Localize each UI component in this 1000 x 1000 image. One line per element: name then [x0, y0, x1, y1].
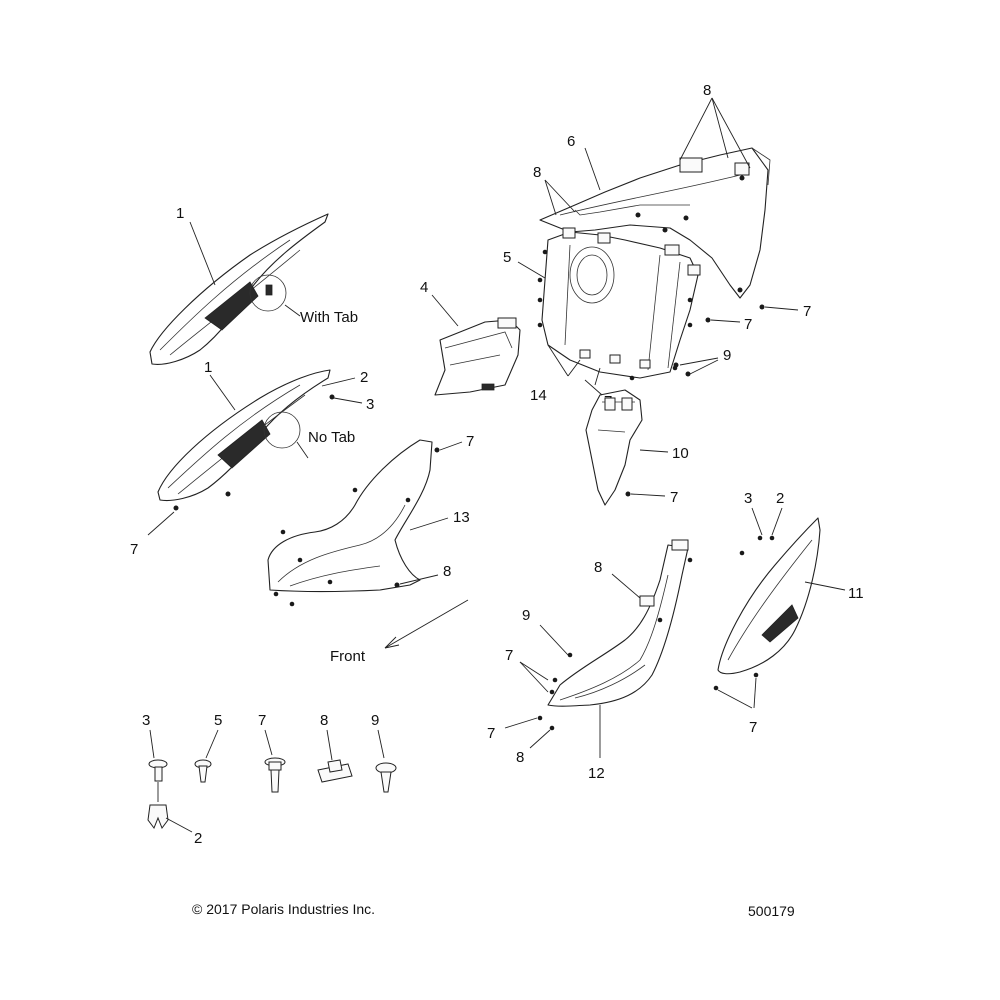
callout-9-upper: 9 [723, 347, 731, 364]
part-4-bracket [434, 317, 521, 396]
push-rivet-pin-icon [148, 759, 168, 782]
part-12-lower-panel [537, 539, 693, 731]
callout-8-upper-right: 8 [703, 82, 711, 99]
hardware-legend: 3 2 5 7 8 9 [142, 712, 397, 847]
callout-8-part13: 8 [443, 563, 451, 580]
callout-8-part12-top: 8 [594, 559, 602, 576]
diagram-id: 500179 [748, 903, 795, 919]
callout-3-left: 3 [366, 396, 374, 413]
callout-7-part12-bottom: 7 [487, 725, 495, 742]
callout-7-part12-mid: 7 [505, 647, 513, 664]
callout-14: 14 [530, 387, 547, 404]
screw-5-icon [194, 759, 212, 783]
speed-nut-clip-icon [317, 759, 353, 783]
part-6-main-hood [539, 147, 771, 299]
with-tab-detail-circle [249, 274, 287, 312]
callout-4: 4 [420, 279, 428, 296]
callout-7-part13: 7 [466, 433, 474, 450]
callout-12: 12 [588, 765, 605, 782]
callout-7-duct: 7 [670, 489, 678, 506]
part-13-side-panel [267, 439, 433, 607]
part-1-panel-no-tab [157, 369, 331, 502]
callout-2-right: 2 [776, 490, 784, 507]
tree-clip-icon [375, 762, 397, 793]
callout-2-left: 2 [360, 369, 368, 386]
note-with-tab: With Tab [300, 309, 358, 326]
callout-13: 13 [453, 509, 470, 526]
part-1-panel-with-tab [149, 213, 329, 365]
callout-7-left: 7 [130, 541, 138, 558]
note-front: Front [330, 648, 366, 665]
part-14-center-panel [537, 227, 701, 381]
callout-5: 5 [503, 249, 511, 266]
callout-7-right-top: 7 [803, 303, 811, 320]
callout-8-upper-left: 8 [533, 164, 541, 181]
legend-label-2: 2 [194, 830, 202, 847]
note-no-tab: No Tab [308, 429, 355, 446]
callout-1-top: 1 [176, 205, 184, 222]
callout-9-lower: 9 [522, 607, 530, 624]
no-tab-detail-circle [263, 411, 301, 449]
callout-7-right-mid: 7 [744, 316, 752, 333]
callout-6: 6 [567, 133, 575, 150]
callout-1-middle: 1 [204, 359, 212, 376]
push-rivet-body-icon [147, 804, 169, 830]
legend-label-8: 8 [320, 712, 328, 729]
front-direction-arrow [384, 599, 469, 649]
flange-bolt-icon [264, 757, 286, 793]
part-10-duct [585, 389, 643, 506]
part-11-right-panel [713, 517, 821, 691]
callout-7-right-bottom: 7 [749, 719, 757, 736]
callout-10: 10 [672, 445, 689, 462]
legend-label-5: 5 [214, 712, 222, 729]
callout-3-right: 3 [744, 490, 752, 507]
callout-11: 11 [848, 585, 864, 602]
legend-label-3: 3 [142, 712, 150, 729]
legend-label-9: 9 [371, 712, 379, 729]
legend-label-7: 7 [258, 712, 266, 729]
copyright-notice: © 2017 Polaris Industries Inc. [192, 901, 375, 917]
callout-8-part12-bottom: 8 [516, 749, 524, 766]
